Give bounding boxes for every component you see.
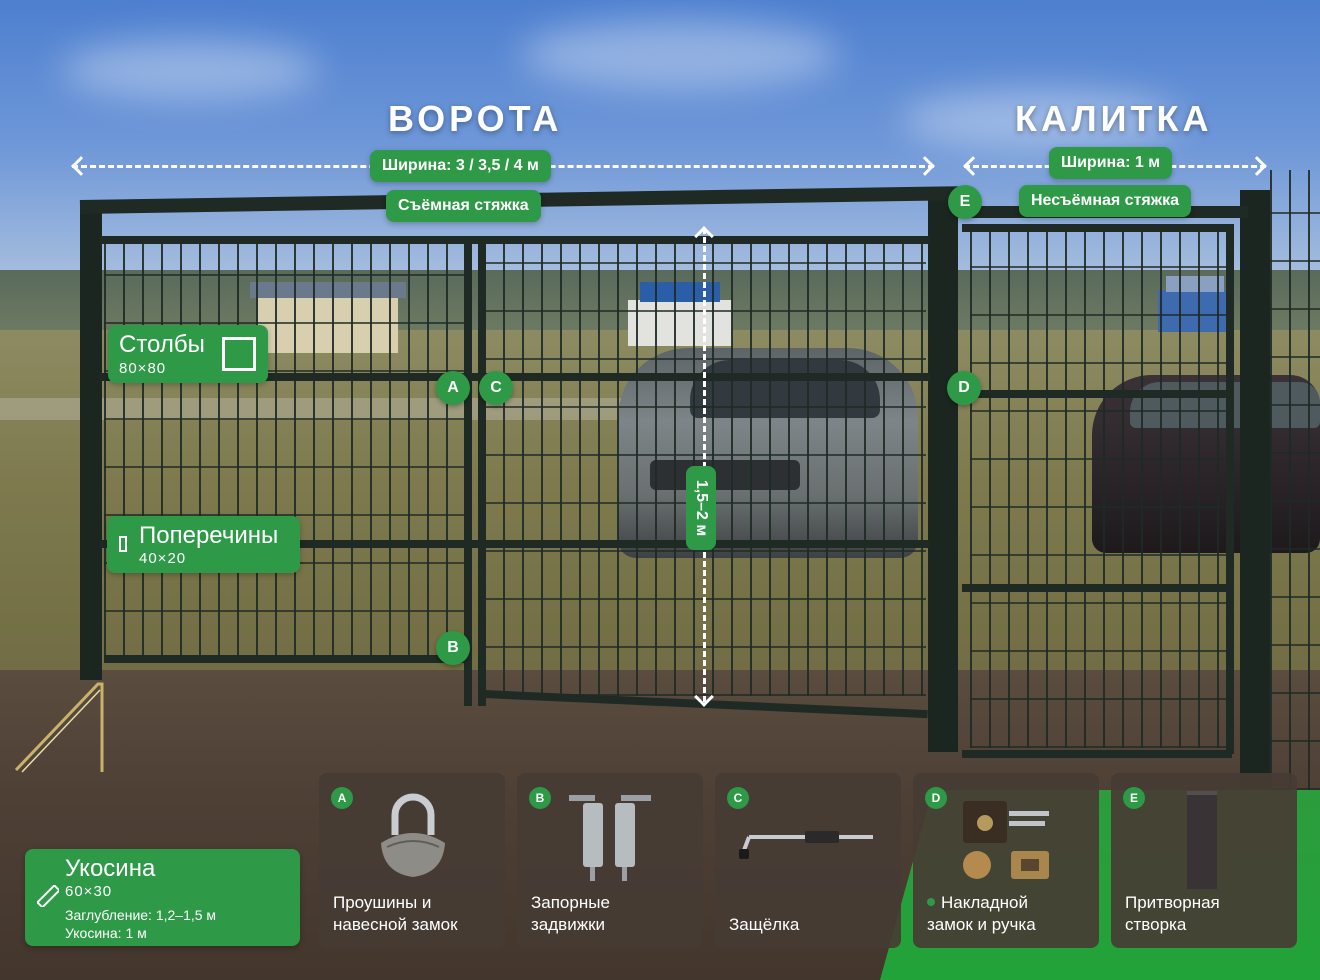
rim-lock-icon: [963, 801, 1049, 879]
component-card-a[interactable]: A Проушины и навесной замок: [319, 773, 505, 948]
brace-spec-depth: Заглубление: 1,2–1,5 м: [65, 907, 217, 923]
marker-a[interactable]: A: [436, 371, 470, 405]
brace-spec-size: 60×30: [65, 883, 113, 900]
post-middle: [928, 192, 958, 752]
component-card-c[interactable]: C Защёлка: [715, 773, 901, 948]
diagonal-brace-icon: [37, 885, 59, 907]
crossbars-spec-size: 40×20: [139, 550, 187, 567]
brace-outline-icon: [14, 682, 104, 773]
wicket-mesh: [970, 228, 1232, 748]
component-card-label: Накладной замок и ручка: [927, 893, 1036, 934]
gate-title: ВОРОТА: [388, 98, 563, 139]
gate-crossbar: [100, 540, 930, 548]
cloud: [60, 40, 320, 100]
square-profile-icon: [222, 337, 256, 371]
gate-removable-tie-label: Съёмная стяжка: [386, 190, 541, 222]
component-card-label: Запорные задвижки: [531, 893, 610, 934]
posts-spec-title: Столбы: [119, 331, 205, 358]
wicket-title: КАЛИТКА: [1015, 98, 1213, 139]
wicket-stile: [1226, 224, 1234, 754]
post-left: [80, 205, 102, 680]
wicket-crossbar: [962, 390, 1232, 398]
component-card-d[interactable]: D Накладной замок и ручка: [913, 773, 1099, 948]
cloud: [520, 20, 840, 90]
wicket-fixed-tie-label: Несъёмная стяжка: [1019, 185, 1191, 217]
gate-bottom-rail: [104, 655, 466, 663]
crossbars-spec-title: Поперечины: [139, 522, 279, 549]
marker-d[interactable]: D: [947, 371, 981, 405]
gate-leaf-stile: [478, 236, 486, 706]
wicket-bottom-rail: [962, 750, 1232, 758]
card-marker: A: [331, 787, 353, 809]
strike-plate-icon: [1187, 791, 1217, 889]
gate-leaf-left-mesh: [104, 240, 466, 660]
wicket-width-label: Ширина: 1 м: [1049, 147, 1173, 179]
marker-c[interactable]: C: [479, 371, 513, 405]
component-card-e[interactable]: E Притворная створка: [1111, 773, 1297, 948]
card-marker: E: [1123, 787, 1145, 809]
wicket-crossbar: [962, 584, 1232, 592]
crossbars-spec: Поперечины 40×20: [107, 516, 300, 573]
posts-spec: Столбы 80×80: [108, 325, 268, 383]
posts-spec-size: 80×80: [119, 360, 167, 377]
bolt-latch-icon: [569, 795, 651, 881]
gate-leaf-stile: [464, 236, 472, 706]
component-card-b[interactable]: B Запорные задвижки: [517, 773, 703, 948]
latch-icon: [739, 831, 873, 859]
brace-spec-length: Укосина: 1 м: [65, 925, 147, 941]
marker-e[interactable]: E: [948, 185, 982, 219]
card-marker: D: [925, 787, 947, 809]
component-card-label: Притворная створка: [1125, 893, 1220, 934]
gate-crossbar: [100, 373, 930, 381]
card-marker: B: [529, 787, 551, 809]
side-fence-mesh: [1270, 170, 1320, 790]
cloud: [900, 90, 1180, 150]
component-card-label: Защёлка: [729, 915, 800, 934]
rect-profile-icon: [119, 536, 127, 552]
gate-width-label: Ширина: 3 / 3,5 / 4 м: [370, 150, 551, 182]
brace-spec: Укосина 60×30 Заглубление: 1,2–1,5 м Уко…: [25, 849, 300, 946]
card-marker: C: [727, 787, 749, 809]
gate-height-label: 1,5–2 м: [686, 466, 716, 550]
padlock-icon: [381, 793, 445, 877]
component-card-label: Проушины и навесной замок: [333, 893, 458, 934]
brace-spec-title: Укосина: [65, 855, 156, 882]
marker-b[interactable]: B: [436, 631, 470, 665]
post-right: [1240, 190, 1270, 790]
wicket-top-rail: [962, 224, 1232, 232]
gate-top-rail: [100, 236, 930, 244]
status-dot: [927, 897, 935, 906]
gate-height-dimension-line: [703, 228, 706, 702]
